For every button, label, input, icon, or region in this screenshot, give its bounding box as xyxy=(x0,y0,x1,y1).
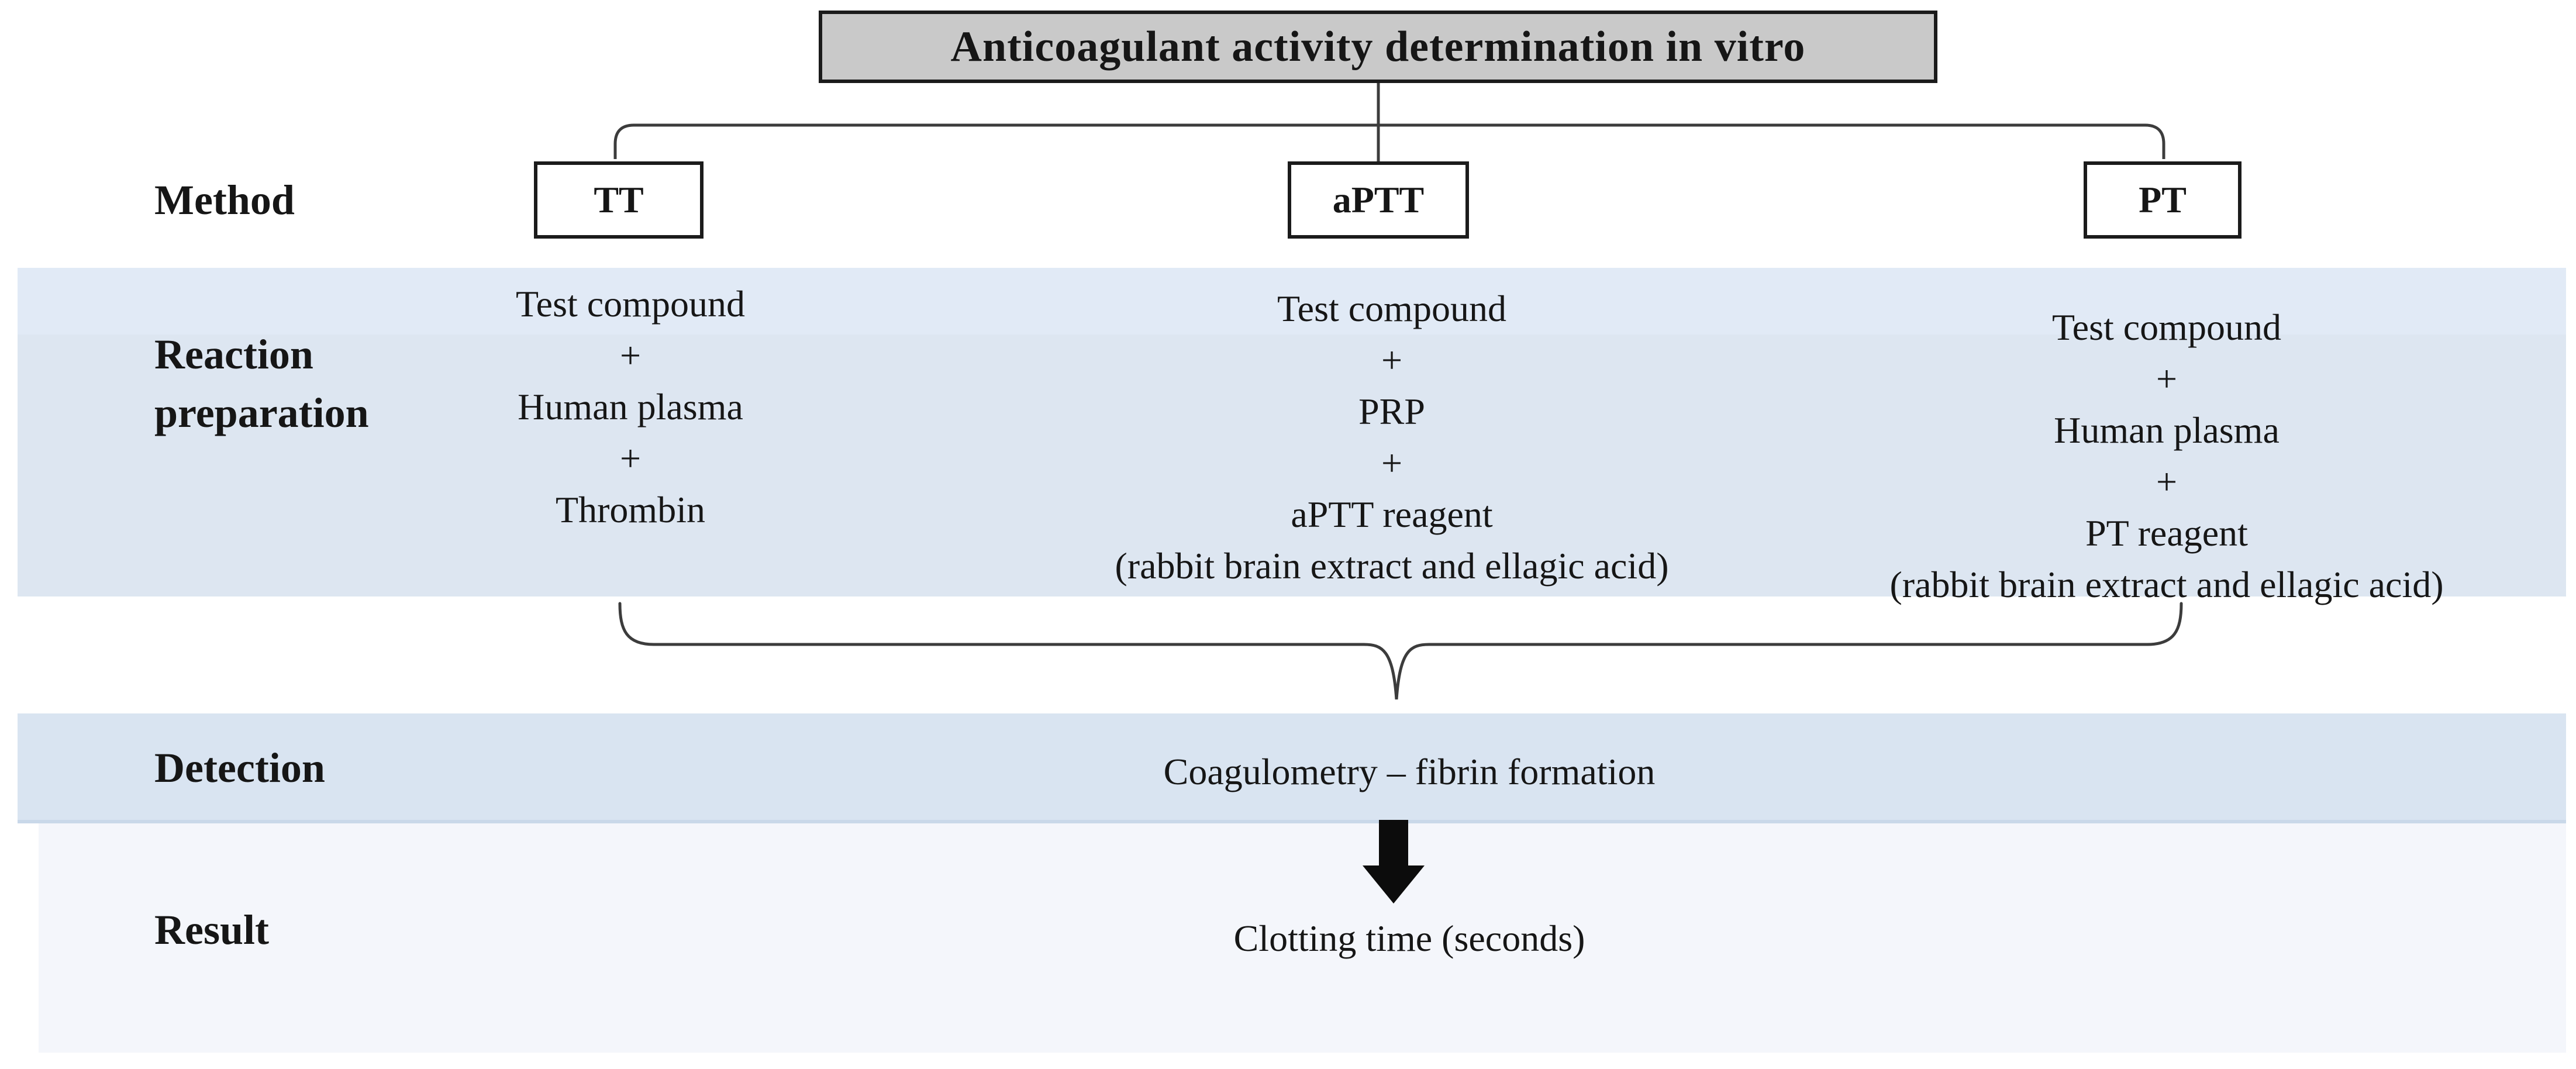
reaction-band-upper xyxy=(18,268,2566,335)
reaction-line: PT reagent xyxy=(2085,512,2248,554)
reaction-line: Test compound xyxy=(2052,306,2281,348)
reaction-line: Test compound xyxy=(516,283,745,325)
result-value: Clotting time (seconds) xyxy=(1233,918,1585,959)
row-label-result: Result xyxy=(154,906,269,953)
row-label-reaction-line2: preparation xyxy=(154,389,369,436)
reaction-column-tt: Test compound + Human plasma + Thrombin xyxy=(268,278,993,536)
plus-sign: + xyxy=(1381,442,1403,484)
plus-sign: + xyxy=(619,335,642,376)
method-box-pt: PT xyxy=(2084,161,2242,239)
method-box-tt-label: TT xyxy=(594,179,644,220)
method-box-tt: TT xyxy=(534,161,704,239)
reaction-line: PRP xyxy=(1358,391,1425,432)
row-label-reaction-preparation: Reaction preparation xyxy=(154,325,369,442)
detection-band xyxy=(18,713,2566,823)
method-box-aptt: aPTT xyxy=(1288,161,1469,239)
row-label-method: Method xyxy=(154,177,295,223)
reaction-column-pt: Test compound + Human plasma + PT reagen… xyxy=(1778,302,2556,611)
reaction-line-detail: (rabbit brain extract and ellagic acid) xyxy=(1115,545,1669,587)
diagram-title: Anticoagulant activity determination in … xyxy=(950,22,1806,71)
reaction-band xyxy=(18,335,2566,596)
reaction-line: Thrombin xyxy=(556,489,705,530)
underbrace-connector xyxy=(618,602,2183,700)
result-band xyxy=(39,823,2566,1053)
reaction-line: Human plasma xyxy=(518,386,743,427)
plus-sign: + xyxy=(2156,461,2178,502)
reaction-line-detail: (rabbit brain extract and ellagic acid) xyxy=(1889,564,2444,605)
method-box-aptt-label: aPTT xyxy=(1332,179,1425,220)
plus-sign: + xyxy=(1381,339,1403,381)
bracket-connector xyxy=(613,123,2165,159)
reaction-line: Human plasma xyxy=(2054,409,2280,451)
method-box-pt-label: PT xyxy=(2139,179,2187,220)
plus-sign: + xyxy=(2156,358,2178,399)
reaction-line: aPTT reagent xyxy=(1291,494,1493,535)
title-box: Anticoagulant activity determination in … xyxy=(819,11,1937,83)
row-label-detection: Detection xyxy=(154,744,325,791)
reaction-column-aptt: Test compound + PRP + aPTT reagent (rabb… xyxy=(1029,283,1754,592)
row-label-reaction-line1: Reaction xyxy=(154,331,313,378)
detection-value: Coagulometry – fibrin formation xyxy=(1163,751,1656,792)
plus-sign: + xyxy=(619,437,642,479)
reaction-line: Test compound xyxy=(1277,288,1506,329)
